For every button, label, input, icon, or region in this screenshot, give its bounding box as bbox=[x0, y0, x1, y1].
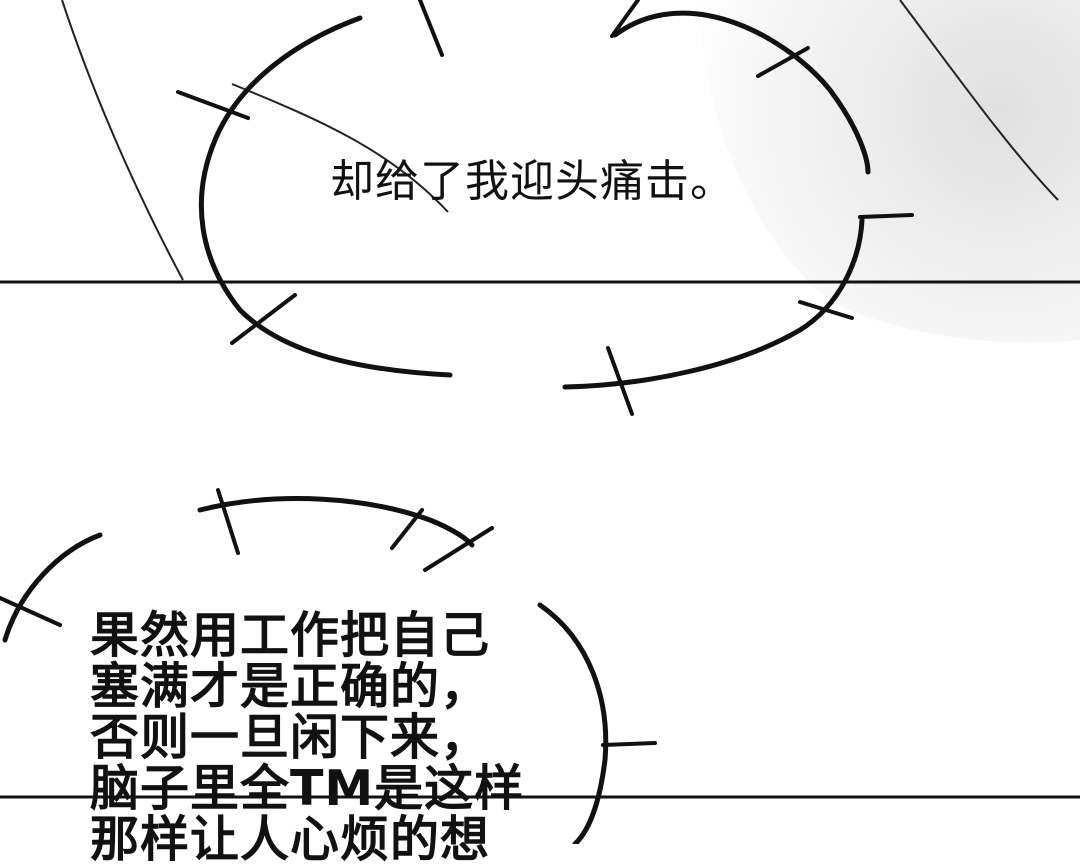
upper-panel-shading bbox=[700, 0, 1080, 343]
caption-upper: 却给了我迎头痛击。 bbox=[330, 156, 735, 207]
caption-lower-line: 那样让人心烦的想 bbox=[90, 811, 491, 868]
caption-lower-line: 否则一旦闲下来， bbox=[90, 709, 491, 766]
panel-borders bbox=[0, 280, 1080, 799]
thought-bubble-upper bbox=[176, 0, 914, 416]
caption-lower-line: 脑子里全TM是这样 bbox=[90, 760, 525, 817]
thought-bubble-lower bbox=[0, 488, 657, 844]
caption-lower-line: 果然用工作把自己 bbox=[90, 607, 491, 664]
caption-lower-line: 塞满才是正确的， bbox=[90, 658, 491, 715]
comic-artwork bbox=[0, 0, 1080, 844]
caption-lower: 果然用工作把自己 塞满才是正确的， 否则一旦闲下来， 脑子里全TM是这样 那样让… bbox=[90, 610, 524, 865]
background-lines bbox=[61, 0, 1059, 281]
